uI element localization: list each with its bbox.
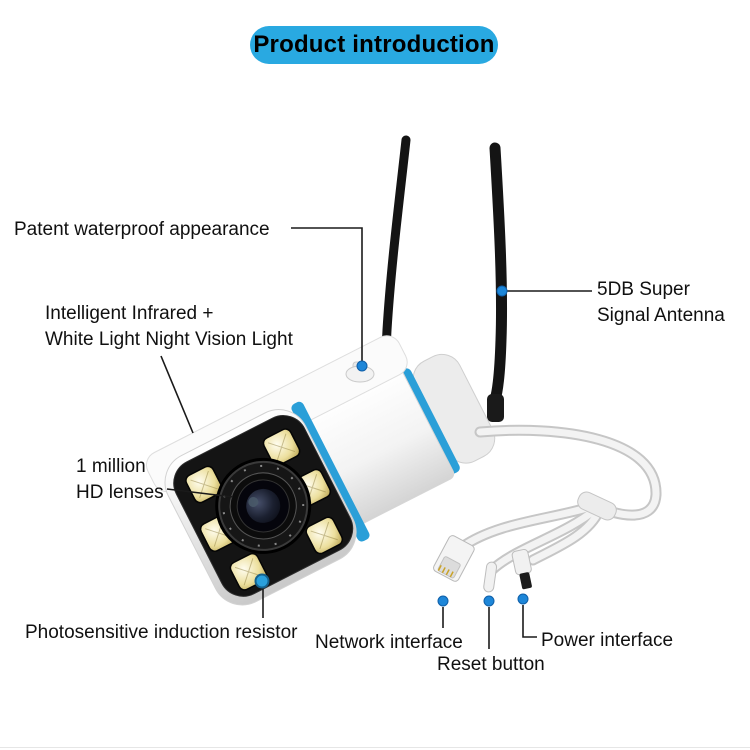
camera-body	[145, 335, 496, 606]
leader-power	[522, 605, 537, 638]
camera-lens	[215, 457, 312, 554]
leader-lens	[166, 488, 234, 498]
bottom-divider	[0, 747, 750, 748]
right-antenna-icon	[487, 142, 508, 422]
rear-accent-ring	[399, 368, 460, 474]
callout-dot-patent	[356, 360, 368, 372]
reset-button-icon	[483, 561, 498, 593]
label-infrared-line1: Intelligent Infrared +	[45, 303, 214, 324]
label-lens-line2: HD lenses	[76, 482, 164, 503]
label-antenna-line2: Signal Antenna	[597, 305, 725, 326]
page-title: Product introduction	[253, 31, 495, 58]
photosensitive-resistor-icon	[254, 573, 270, 589]
leader-infrared	[160, 355, 194, 434]
callout-dots	[356, 285, 529, 607]
label-lens-line1: 1 million	[76, 456, 146, 477]
label-reset-button: Reset button	[437, 654, 545, 675]
label-power-interface: Power interface	[541, 630, 674, 651]
label-infrared-line2: White Light Night Vision Light	[45, 329, 293, 350]
led-bottom-right	[305, 516, 344, 555]
callout-dot-network	[437, 595, 449, 607]
title-banner: Product introduction	[250, 26, 498, 64]
leader-patent	[291, 227, 363, 361]
leader-lines	[160, 227, 592, 649]
label-photosensitive-resistor: Photosensitive induction resistor	[25, 622, 298, 643]
label-antenna-line1: 5DB Super	[597, 279, 690, 300]
label-network-interface: Network interface	[315, 632, 463, 653]
callout-dot-reset	[483, 595, 495, 607]
led-top-right	[262, 428, 301, 467]
power-connector-icon	[511, 548, 532, 590]
cable-bundle	[456, 424, 662, 576]
label-infrared-night-vision: Intelligent Infrared + White Light Night…	[45, 301, 293, 353]
label-signal-antenna: 5DB Super Signal Antenna	[597, 277, 725, 329]
cable-splitter	[577, 491, 617, 521]
network-connector-icon	[433, 535, 475, 582]
label-hd-lens: 1 million HD lenses	[76, 454, 164, 506]
callout-dot-power	[517, 593, 529, 605]
label-patent-waterproof: Patent waterproof appearance	[14, 219, 270, 240]
callout-dot-antenna	[496, 285, 508, 297]
